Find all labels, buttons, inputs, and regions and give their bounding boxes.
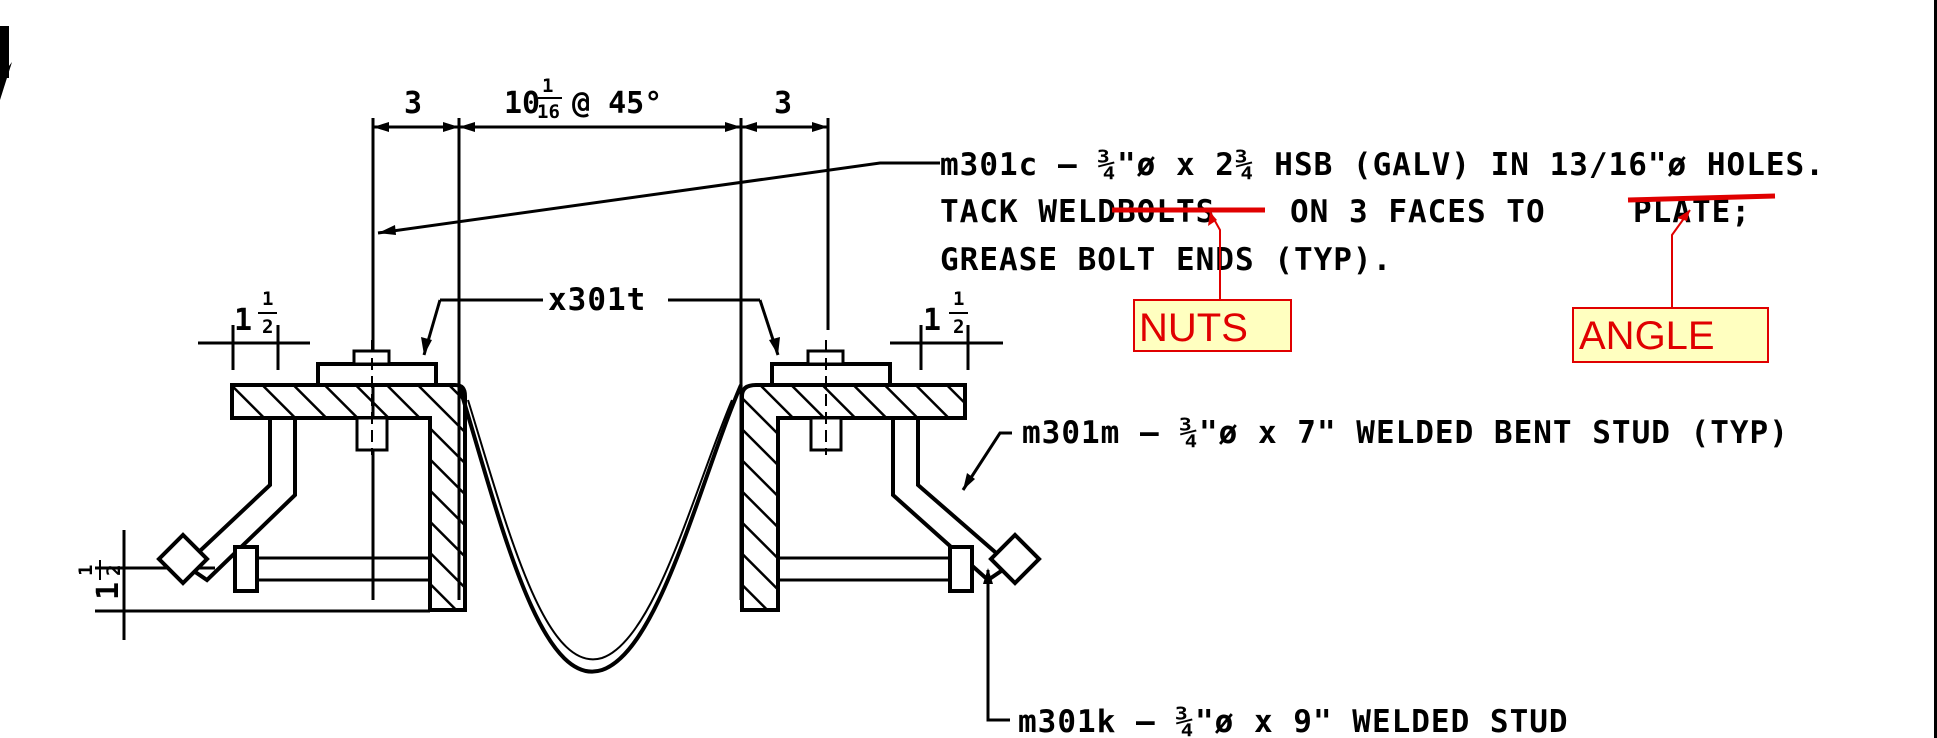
- m301m-leader: [961, 431, 1012, 491]
- svg-text:1: 1: [953, 288, 964, 310]
- dim-center: 10 1 16 @ 45°: [504, 75, 662, 123]
- left-angle-section: [156, 340, 467, 612]
- m301k-leader: [983, 568, 1010, 722]
- note-m301c-line1: m301c – ¾"ø x 2¾ HSB (GALV) IN 13/16"ø H…: [940, 147, 1825, 183]
- note-m301c-line3: GREASE BOLT ENDS (TYP).: [940, 242, 1392, 278]
- svg-text:ON 3 FACES TO: ON 3 FACES TO: [1290, 194, 1546, 230]
- svg-text:2: 2: [953, 316, 964, 338]
- markup-nuts-callout: NUTS: [1133, 211, 1292, 352]
- dim-left-edge-text: 1 1 2: [234, 288, 277, 338]
- seal-membrane: [457, 384, 743, 674]
- page-border-right: [1934, 0, 1937, 738]
- svg-text:1: 1: [262, 288, 273, 310]
- svg-text:1: 1: [91, 582, 126, 600]
- svg-text:16: 16: [537, 101, 560, 123]
- svg-text:2: 2: [262, 316, 273, 338]
- note-m301k: m301k – ¾"ø x 9" WELDED STUD: [1018, 704, 1569, 738]
- dim-vertical-text: 1 1 2: [75, 560, 126, 600]
- svg-text:1: 1: [923, 303, 941, 338]
- dim-left-edge: [198, 325, 310, 370]
- label-x301t: x301t: [548, 282, 646, 318]
- svg-text:2: 2: [103, 565, 125, 576]
- section-arrow-icon: [0, 26, 12, 100]
- markup-angle-callout: ANGLE: [1572, 209, 1769, 363]
- svg-text:10: 10: [504, 86, 540, 121]
- dim-left-gap: 3: [404, 86, 422, 121]
- markup-strikethroughs: [1112, 193, 1776, 213]
- note-m301m: m301m – ¾"ø x 7" WELDED BENT STUD (TYP): [1022, 415, 1789, 451]
- right-angle-section: [740, 340, 1042, 612]
- markup-angle-label: ANGLE: [1579, 314, 1715, 358]
- seal-membrane-inner: [467, 399, 733, 661]
- svg-text:1: 1: [75, 565, 97, 576]
- svg-text:TACK WELD: TACK WELD: [940, 194, 1117, 230]
- markup-nuts-label: NUTS: [1139, 306, 1248, 350]
- svg-text:1: 1: [234, 303, 252, 338]
- dim-right-edge: [890, 325, 1003, 370]
- dim-right-gap: 3: [774, 86, 792, 121]
- svg-text:1: 1: [542, 75, 553, 97]
- dimension-arrowheads: [373, 122, 828, 132]
- dim-vertical: [95, 530, 430, 640]
- dim-right-edge-text: 1 1 2: [923, 288, 968, 338]
- m301c-leader: [377, 161, 940, 235]
- svg-text:@ 45°: @ 45°: [572, 86, 662, 121]
- x301t-arrowheads: [421, 337, 780, 355]
